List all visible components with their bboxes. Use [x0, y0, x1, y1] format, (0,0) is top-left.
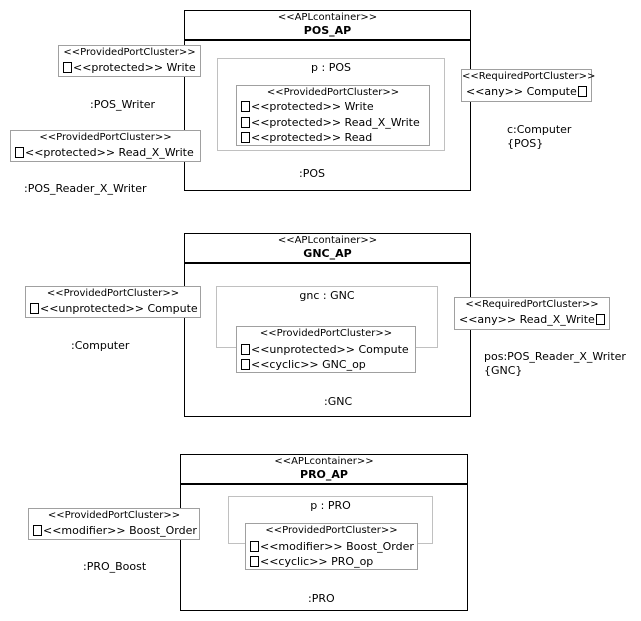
pos-reader-cluster[interactable]: <<ProvidedPortCluster>> <<protected>> Re…: [10, 130, 201, 162]
port-square-icon: [33, 525, 42, 536]
port-gnc-op[interactable]: <<cyclic>> GNC_op: [241, 358, 366, 372]
port-square-icon: [250, 556, 259, 567]
pos-reader-tag: {GNC}: [484, 364, 523, 377]
cluster-stereotype: <<RequiredPortCluster>>: [462, 71, 596, 82]
container-name: POS_AP: [303, 24, 352, 37]
cluster-stereotype: <<ProvidedPortCluster>>: [47, 510, 181, 521]
pro-inner-cluster[interactable]: <<ProvidedPortCluster>> <<modifier>> Boo…: [245, 523, 418, 570]
instance-label: p : POS: [311, 61, 351, 74]
computer-label: c:Computer: [507, 123, 572, 136]
pos-reader-label: :POS_Reader_X_Writer: [24, 182, 147, 195]
port-read[interactable]: <<protected>> Read: [241, 131, 372, 145]
computer-label: :Computer: [71, 339, 130, 352]
port-read-x-write[interactable]: <<protected>> Read_X_Write: [15, 146, 194, 160]
cluster-stereotype: <<ProvidedPortCluster>>: [46, 288, 180, 299]
port-square-icon: [577, 86, 587, 97]
pos-required-cluster[interactable]: <<RequiredPortCluster>> <<any>> Compute: [461, 69, 596, 102]
pos-inner-cluster[interactable]: <<ProvidedPortCluster>> <<protected>> Wr…: [236, 85, 430, 146]
port-square-icon: [241, 359, 250, 370]
container-stereotype: <<APLcontainer>>: [277, 12, 378, 23]
cluster-stereotype: <<ProvidedPortCluster>>: [39, 132, 172, 143]
port-write[interactable]: <<protected>> Write: [63, 61, 196, 75]
pro-boost-cluster[interactable]: <<ProvidedPortCluster>> <<modifier>> Boo…: [28, 508, 200, 540]
computer-tag: {POS}: [507, 137, 544, 150]
instance-label: gnc : GNC: [299, 289, 355, 302]
port-compute[interactable]: <<unprotected>> Compute: [241, 343, 409, 357]
gnc-computer-cluster[interactable]: <<ProvidedPortCluster>> <<unprotected>> …: [25, 286, 201, 318]
port-square-icon: [241, 344, 250, 355]
port-boost-order[interactable]: <<modifier>> Boost_Order: [250, 540, 414, 554]
container-divider: [185, 262, 470, 264]
port-pro-op[interactable]: <<cyclic>> PRO_op: [250, 555, 373, 569]
pos-writer-cluster[interactable]: <<ProvidedPortCluster>> <<protected>> Wr…: [58, 45, 201, 77]
pos-instance-name: :POS: [299, 167, 325, 180]
port-square-icon: [241, 101, 250, 112]
container-name: GNC_AP: [303, 247, 352, 260]
gnc-inner-cluster[interactable]: <<ProvidedPortCluster>> <<unprotected>> …: [236, 326, 416, 373]
container-divider: [185, 39, 470, 41]
gnc-instance-name: :GNC: [324, 395, 353, 408]
container-stereotype: <<APLcontainer>>: [274, 456, 374, 467]
port-square-icon: [15, 147, 24, 158]
cluster-stereotype: <<ProvidedPortCluster>>: [259, 328, 393, 339]
port-read-x-write[interactable]: <<any>> Read_X_Write: [459, 313, 605, 327]
container-divider: [181, 483, 467, 485]
port-read-x-write[interactable]: <<protected>> Read_X_Write: [241, 116, 420, 130]
instance-label: p : PRO: [310, 499, 351, 512]
port-square-icon: [250, 541, 259, 552]
container-name: PRO_AP: [300, 468, 348, 481]
cluster-stereotype: <<ProvidedPortCluster>>: [63, 47, 196, 58]
port-write[interactable]: <<protected>> Write: [241, 100, 374, 114]
pro-instance-name: :PRO: [308, 592, 335, 605]
pos-reader-label: pos:POS_Reader_X_Writer: [484, 350, 626, 363]
port-square-icon: [63, 62, 72, 73]
container-stereotype: <<APLcontainer>>: [277, 235, 378, 246]
pro-boost-label: :PRO_Boost: [83, 560, 147, 573]
port-square-icon: [241, 132, 250, 143]
cluster-stereotype: <<ProvidedPortCluster>>: [266, 87, 400, 98]
port-square-icon: [595, 314, 605, 325]
port-square-icon: [241, 117, 250, 128]
cluster-stereotype: <<RequiredPortCluster>>: [465, 299, 599, 310]
pos-writer-label: :POS_Writer: [90, 98, 156, 111]
port-compute[interactable]: <<any>> Compute: [466, 85, 587, 99]
port-square-icon: [30, 303, 39, 314]
port-compute[interactable]: <<unprotected>> Compute: [30, 302, 198, 316]
gnc-required-cluster[interactable]: <<RequiredPortCluster>> <<any>> Read_X_W…: [454, 297, 610, 330]
port-boost-order[interactable]: <<modifier>> Boost_Order: [33, 524, 197, 538]
cluster-stereotype: <<ProvidedPortCluster>>: [265, 525, 398, 536]
